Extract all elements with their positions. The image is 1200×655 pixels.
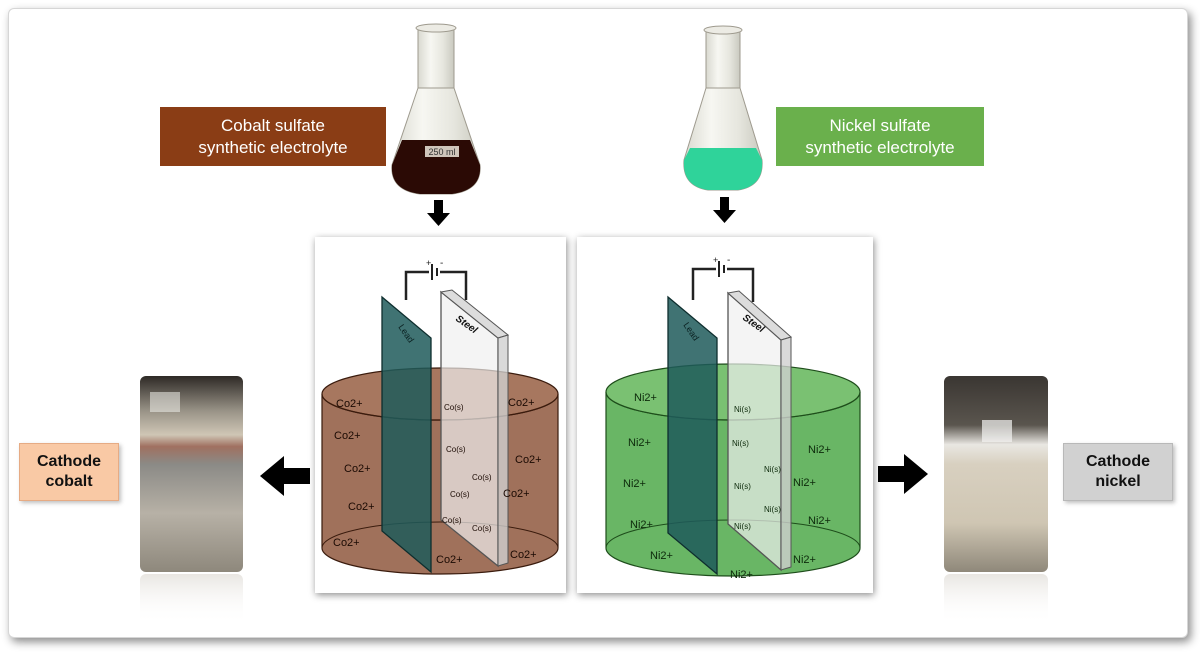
nickel-ion-6: Ni2+ <box>808 444 831 456</box>
nickel-plus-sign: + <box>713 255 718 265</box>
cobalt-wire-anode <box>404 270 429 300</box>
cathode-nickel-label: Cathode nickel <box>1063 443 1173 501</box>
nickel-deposit-1: Ni(s) <box>734 405 751 414</box>
cathode-cobalt-text: Cathode cobalt <box>37 453 101 490</box>
cobalt-ion-5: Co2+ <box>333 537 360 549</box>
cobalt-deposit-6: Co(s) <box>472 524 492 533</box>
cobalt-electrolyte-label: Cobalt sulfate synthetic electrolyte <box>160 107 386 166</box>
nickel-wire-cathode <box>727 267 755 302</box>
cobalt-steel-side <box>497 334 509 567</box>
nickel-cell: + - Lead Steel Ni2+ Ni2+ Ni2+ Ni2+ Ni2+ … <box>605 255 861 581</box>
nickel-ion-8: Ni2+ <box>808 515 831 527</box>
nickel-electrolyte-text: Nickel sulfate synthetic electrolyte <box>805 116 955 157</box>
cobalt-ion-10: Co2+ <box>436 554 463 566</box>
nickel-electrolyte-label: Nickel sulfate synthetic electrolyte <box>776 107 984 166</box>
cobalt-deposit-4: Co(s) <box>450 490 470 499</box>
cobalt-minus-sign: - <box>440 258 443 269</box>
cathode-cobalt-reflection <box>140 574 243 624</box>
cobalt-deposit-1: Co(s) <box>444 403 464 412</box>
cobalt-flask-volume-mark <box>425 146 459 157</box>
cobalt-ion-8: Co2+ <box>503 488 530 500</box>
cobalt-electrolyte-text: Cobalt sulfate synthetic electrolyte <box>198 116 348 157</box>
cathode-nickel-reflection <box>944 574 1048 624</box>
arrow-left <box>260 456 310 496</box>
nickel-ion-7: Ni2+ <box>793 477 816 489</box>
nickel-deposit-5: Ni(s) <box>764 505 781 514</box>
nickel-ion-5: Ni2+ <box>650 550 673 562</box>
cobalt-solution-top <box>321 367 559 421</box>
nickel-ion-2: Ni2+ <box>628 437 651 449</box>
arrow-down-cobalt <box>427 200 450 226</box>
cathode-nickel-photo <box>944 376 1048 624</box>
cobalt-plus-sign: + <box>426 258 431 268</box>
cobalt-deposit-3: Co(s) <box>472 473 492 482</box>
cobalt-flask: 250 ml <box>391 23 481 195</box>
cobalt-ion-7: Co2+ <box>515 454 542 466</box>
cobalt-ion-4: Co2+ <box>348 501 375 513</box>
nickel-deposit-4: Ni(s) <box>734 482 751 491</box>
cathode-cobalt-photo <box>140 376 243 624</box>
cathode-cobalt-label: Cathode cobalt <box>19 443 119 501</box>
cobalt-flask-volume-text: 250 ml <box>428 147 455 157</box>
arrow-down-nickel <box>713 197 736 223</box>
nickel-deposit-6: Ni(s) <box>734 522 751 531</box>
cobalt-deposit-5: Co(s) <box>442 516 462 525</box>
nickel-deposit-2: Ni(s) <box>732 439 749 448</box>
nickel-minus-sign: - <box>727 255 730 266</box>
nickel-flask-liquid <box>683 148 763 190</box>
nickel-ion-1: Ni2+ <box>634 392 657 404</box>
cobalt-wire-cathode <box>440 270 468 300</box>
nickel-deposit-3: Ni(s) <box>764 465 781 474</box>
nickel-flask <box>683 25 763 191</box>
cobalt-cell: + - Lead Steel Co2+ Co2+ Co2+ Co2+ Co2+ … <box>321 258 559 575</box>
cobalt-lead-anode <box>381 295 432 574</box>
cobalt-deposit-2: Co(s) <box>446 445 466 454</box>
nickel-lead-anode <box>667 295 718 576</box>
cobalt-ion-1: Co2+ <box>336 398 363 410</box>
cobalt-ion-9: Co2+ <box>510 549 537 561</box>
nickel-wire-anode <box>691 267 716 300</box>
nickel-ion-10: Ni2+ <box>730 569 753 581</box>
nickel-ion-4: Ni2+ <box>630 519 653 531</box>
cobalt-ion-3: Co2+ <box>344 463 371 475</box>
nickel-steel-side <box>780 336 792 571</box>
arrow-right <box>878 454 928 494</box>
cobalt-ion-6: Co2+ <box>508 397 535 409</box>
cobalt-ion-2: Co2+ <box>334 430 361 442</box>
nickel-ion-9: Ni2+ <box>793 554 816 566</box>
nickel-ion-3: Ni2+ <box>623 478 646 490</box>
cobalt-bottom-rim <box>321 521 559 549</box>
cathode-nickel-text: Cathode nickel <box>1086 453 1150 490</box>
